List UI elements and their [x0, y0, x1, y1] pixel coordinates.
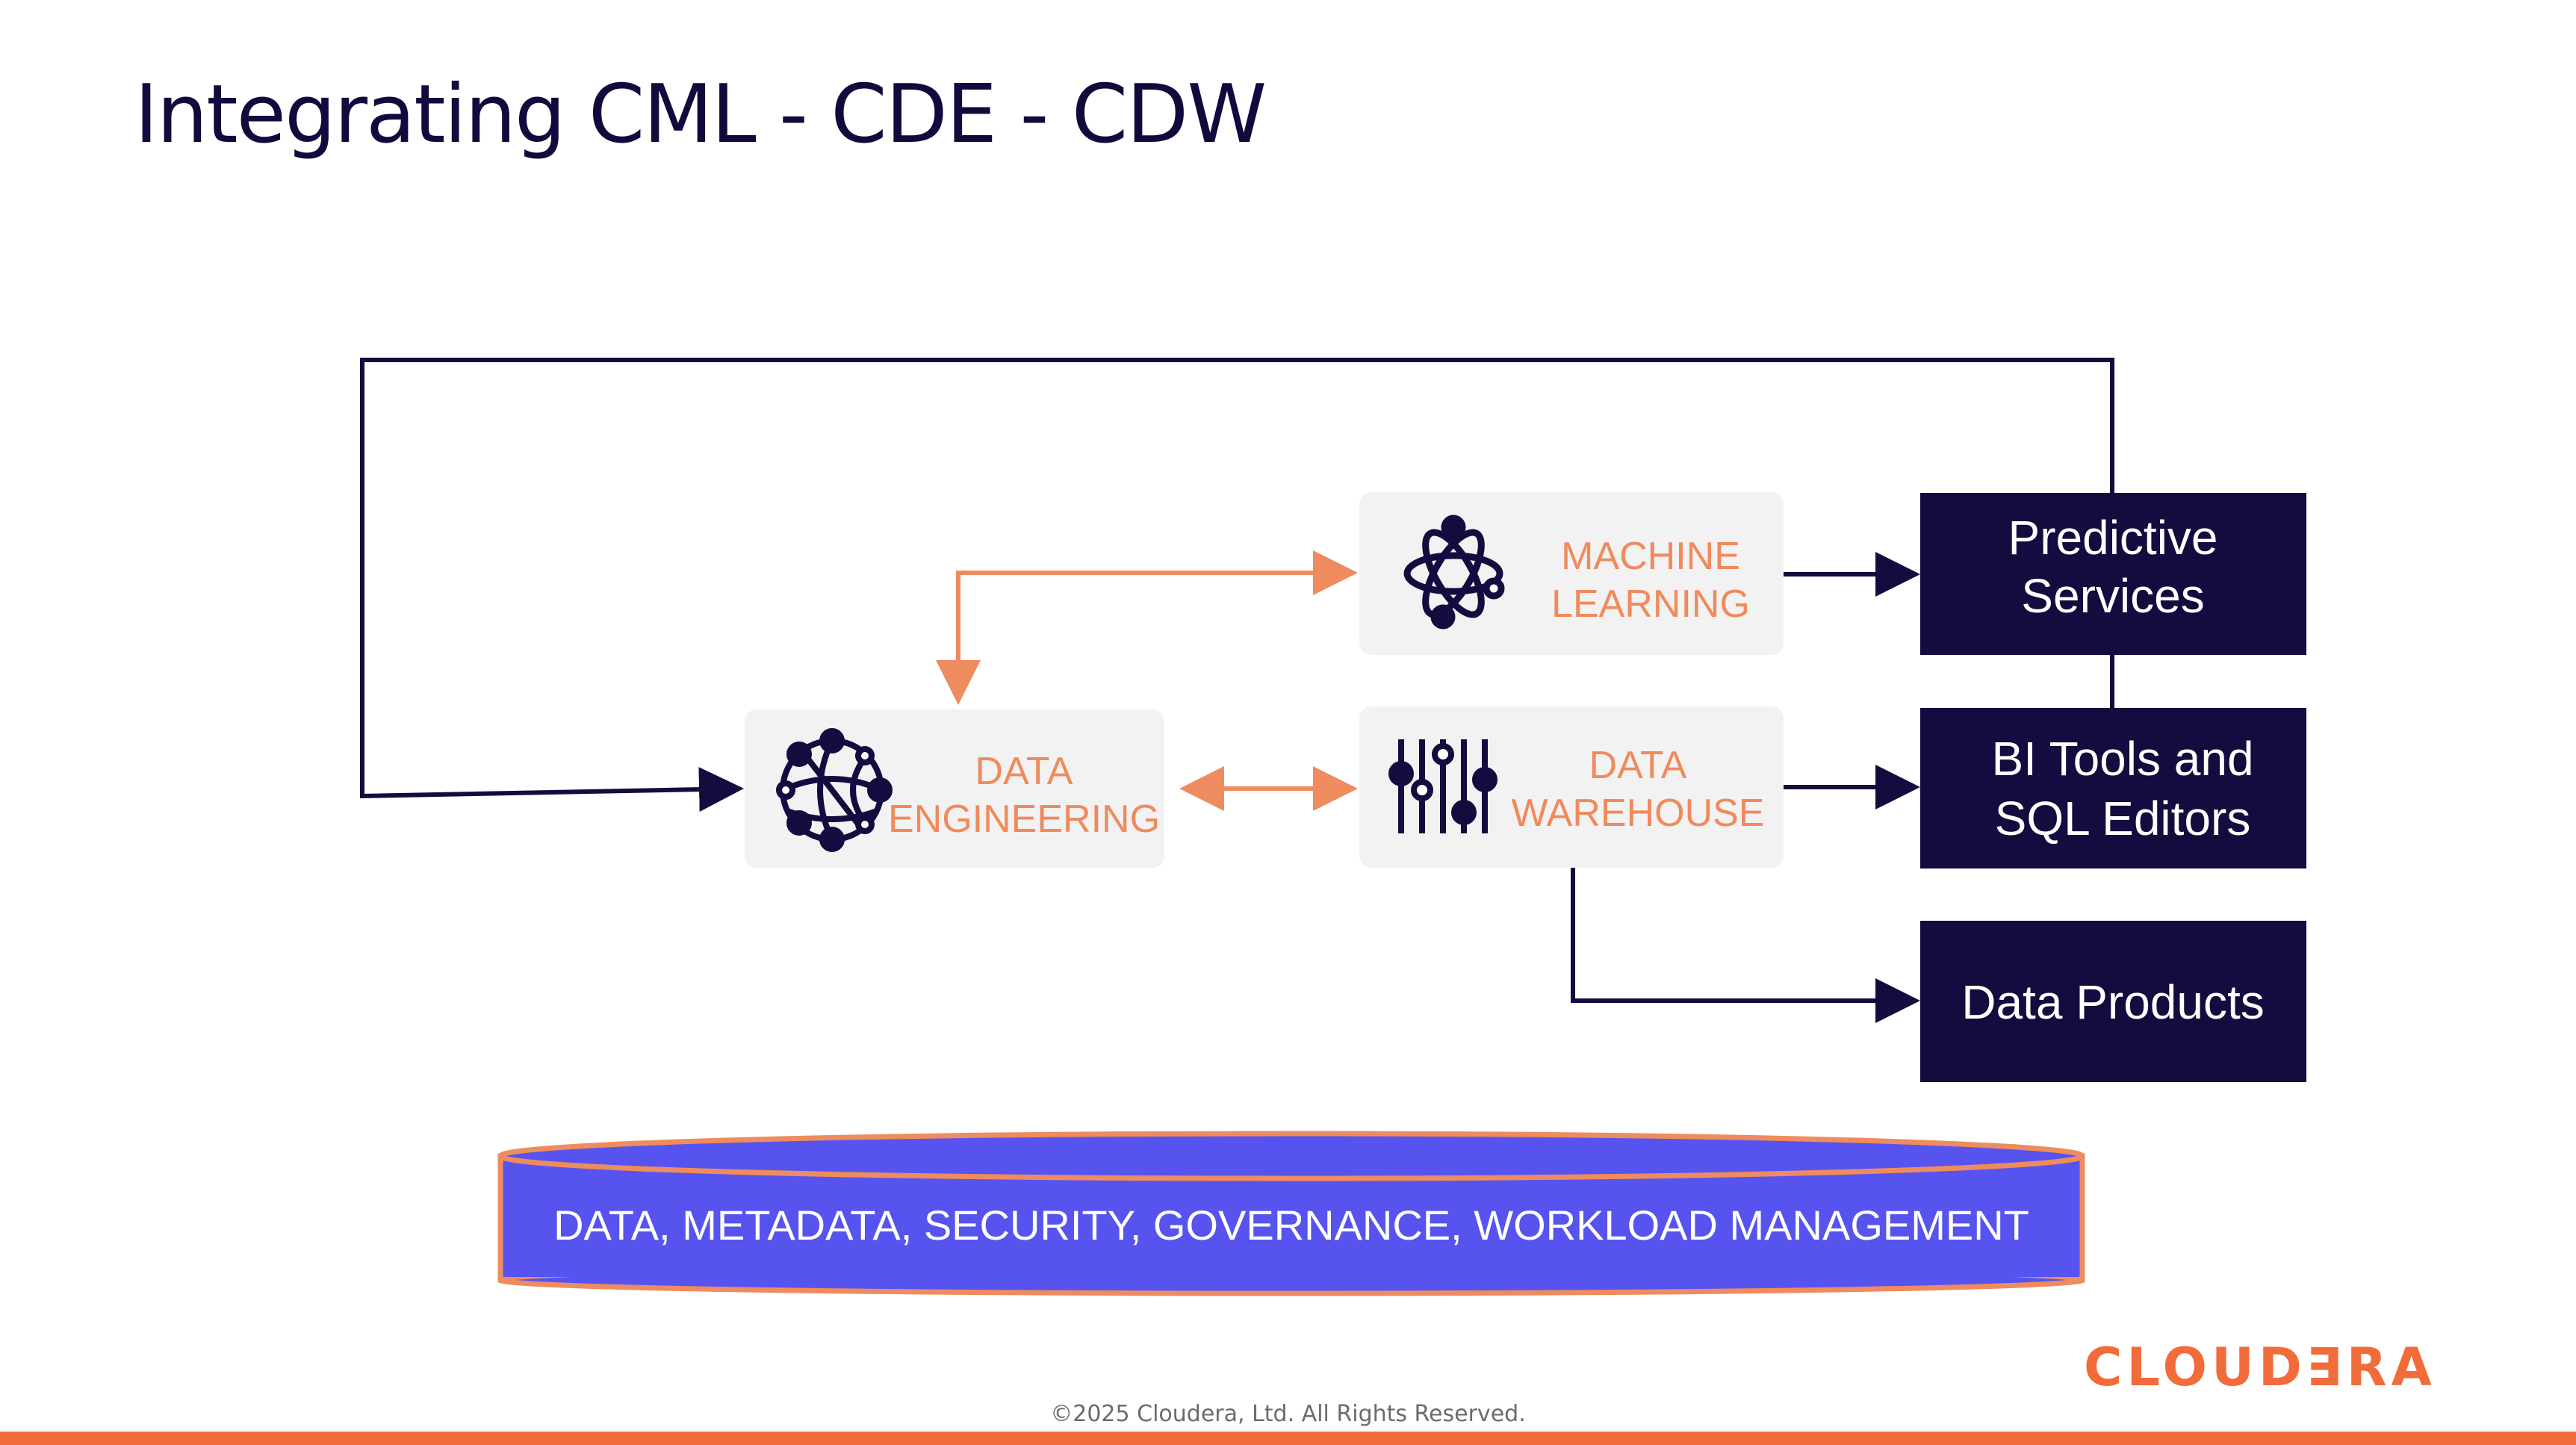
- data-warehouse-label-line1: DATA: [1589, 744, 1687, 787]
- predictive-services-box: Predictive Services: [1920, 493, 2306, 655]
- sliders-icon: [1388, 739, 1498, 833]
- slide-title: Integrating CML - CDE - CDW: [134, 68, 1267, 161]
- machine-learning-label-line2: LEARNING: [1551, 582, 1750, 626]
- data-engineering-label-line1: DATA: [975, 750, 1073, 793]
- data-products-label: Data Products: [1961, 975, 2265, 1029]
- foundation-label: DATA, METADATA, SECURITY, GOVERNANCE, WO…: [553, 1202, 2029, 1249]
- network-globe-icon: [776, 728, 893, 852]
- bottom-accent-bar: [0, 1432, 2576, 1445]
- predictive-services-label-line2: Services: [2021, 569, 2204, 623]
- de-ml-orange-arrow: [936, 550, 1358, 705]
- data-warehouse-label-line2: WAREHOUSE: [1512, 792, 1765, 835]
- data-engineering-node: DATA ENGINEERING: [745, 709, 1164, 868]
- bi-tools-label-line1: BI Tools and: [1991, 732, 2253, 786]
- data-products-box: Data Products: [1920, 921, 2306, 1082]
- data-engineering-label-line2: ENGINEERING: [888, 798, 1160, 841]
- dw-to-products-arrow: [1571, 868, 1920, 1023]
- copyright-notice: ©2025 Cloudera, Ltd. All Rights Reserved…: [1050, 1401, 1526, 1427]
- data-warehouse-node: DATA WAREHOUSE: [1359, 706, 1784, 868]
- bi-tools-label-line2: SQL Editors: [1995, 792, 2251, 845]
- predictive-services-label-line1: Predictive: [2008, 511, 2218, 565]
- machine-learning-node: MACHINE LEARNING: [1359, 492, 1784, 655]
- foundation-platform: DATA, METADATA, SECURITY, GOVERNANCE, WO…: [497, 1131, 2085, 1296]
- cloudera-logo: CLOUD∃RA: [2084, 1337, 2436, 1398]
- bi-tools-box: BI Tools and SQL Editors: [1920, 708, 2306, 868]
- machine-learning-label-line1: MACHINE: [1561, 535, 1740, 578]
- atom-icon: [1403, 515, 1505, 630]
- feedback-loop-connector: [360, 358, 2114, 812]
